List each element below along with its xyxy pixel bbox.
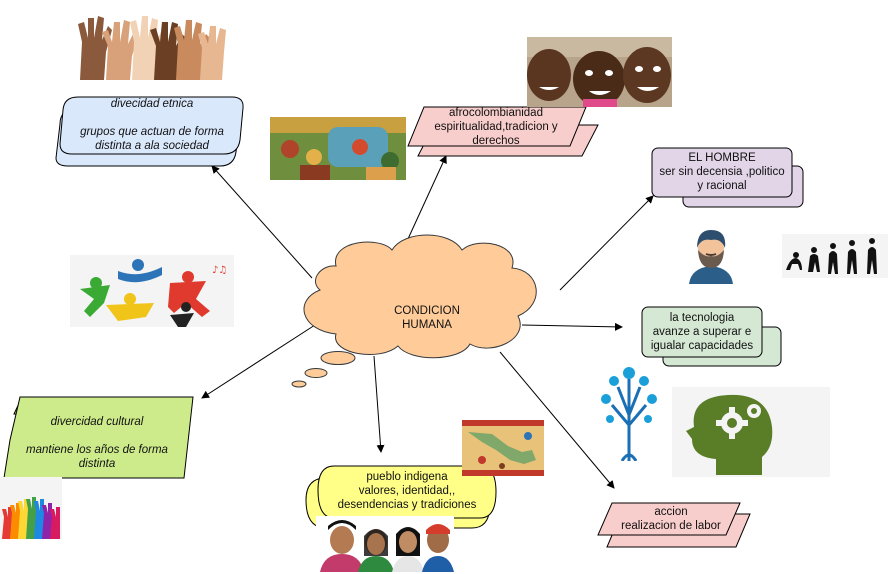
accion-label: accion realizacion de labor <box>610 504 732 534</box>
etnica-label: divecidad etnica grupos que actuan de fo… <box>62 96 242 154</box>
tech-tree-icon <box>601 367 657 461</box>
indigenous-people-image <box>316 516 454 572</box>
colorful-hands-image <box>0 477 62 539</box>
center-cloud <box>303 234 537 359</box>
tecnologia-shape-front <box>641 306 763 358</box>
cultural-shape-front <box>3 396 194 479</box>
indigena-line2: valores, identidad,, <box>358 485 456 497</box>
mexico-map-image <box>462 420 544 476</box>
etnica-line1: grupos que actuan de forma <box>80 126 224 138</box>
cultural-title: divercidad cultural <box>50 416 144 428</box>
indigenous-mural-image <box>270 117 406 180</box>
hombre-line2: ser sin decensia ,politico <box>659 166 785 178</box>
afro-shape-front <box>407 106 587 147</box>
connector-tecnologia <box>521 322 623 331</box>
tecnologia-label: la tecnologia avanze a superar e igualar… <box>642 309 762 355</box>
center-label: CONDICION HUMANA <box>352 296 502 340</box>
connector-afro <box>401 155 447 253</box>
connector-hombre <box>559 195 654 291</box>
accion-line2: realizacion de labor <box>621 520 721 532</box>
afro-line3: derechos <box>472 135 520 147</box>
thought-bubble-small <box>291 380 307 388</box>
colorful-people-logo-image: ♪♫ <box>70 255 234 327</box>
etnica-line2: distinta a ala sociedad <box>95 140 209 152</box>
connector-accion <box>499 351 615 489</box>
center-line1: CONDICION <box>394 305 460 317</box>
etnica-shape-front <box>59 96 244 155</box>
cultural-line1: mantiene los años de forma <box>26 444 168 456</box>
bearded-man-icon <box>689 230 733 284</box>
connector-indigena <box>373 355 385 453</box>
connector-cultural <box>201 324 316 399</box>
etnica-title: divecidad etnica <box>110 98 194 110</box>
thought-bubble-medium <box>304 368 328 378</box>
afro-label: afrocolombianidad espiritualidad,tradici… <box>412 105 580 149</box>
hombre-line1: EL HOMBRE <box>688 152 756 164</box>
indigena-line3: desendencias y tradiciones <box>337 499 477 511</box>
tecnologia-line1: la tecnologia <box>669 312 735 324</box>
evolution-silhouettes-image <box>782 234 888 278</box>
indigena-label: pueblo indigena valores, identidad,, des… <box>322 468 492 514</box>
connector-etnica <box>211 165 313 279</box>
cultural-line2: distinta <box>78 458 116 470</box>
accion-shape-front <box>597 502 741 536</box>
afro-line2: espiritualidad,tradicion y <box>434 121 558 133</box>
raised-hands-image <box>78 16 226 80</box>
tecnologia-line3: igualar capacidades <box>650 340 754 352</box>
cultural-label: divercidad cultural mantiene los años de… <box>14 413 180 473</box>
accion-line1: accion <box>654 506 688 518</box>
hombre-label: EL HOMBRE ser sin decensia ,politico y r… <box>652 150 792 194</box>
thought-bubble-large <box>320 351 356 365</box>
indigena-line1: pueblo indigena <box>366 471 448 483</box>
svg-text:♪♫: ♪♫ <box>212 265 227 276</box>
indigena-shape-front <box>317 465 497 519</box>
afro-line1: afrocolombianidad <box>449 107 543 119</box>
tecnologia-line2: avanze a superar e <box>652 326 752 338</box>
gear-head-icon <box>672 387 830 477</box>
hombre-line3: y racional <box>697 180 747 192</box>
children-smiling-image <box>527 37 672 107</box>
center-line2: HUMANA <box>402 319 452 331</box>
hombre-shape-front <box>651 147 793 198</box>
